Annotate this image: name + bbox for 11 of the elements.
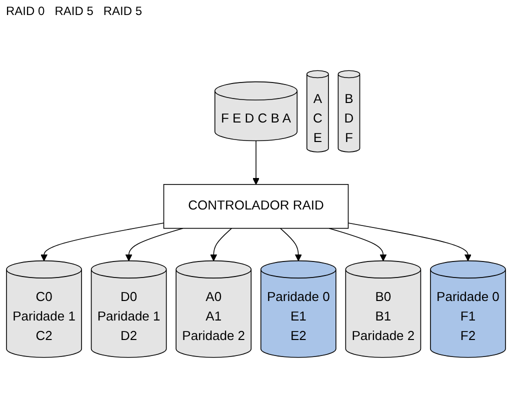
raid-level-label: RAID 0 [6, 4, 45, 18]
arrow [280, 228, 302, 262]
arrow [210, 228, 232, 262]
arrow [348, 222, 472, 262]
raid-level-label: RAID 5 [103, 4, 142, 18]
arrow [125, 228, 184, 262]
arrow [328, 228, 387, 262]
arrow [40, 222, 164, 262]
raid-level-label: RAID 5 [54, 4, 94, 18]
arrow [252, 140, 260, 185]
node-box: CONTROLADOR RAID [163, 184, 349, 229]
